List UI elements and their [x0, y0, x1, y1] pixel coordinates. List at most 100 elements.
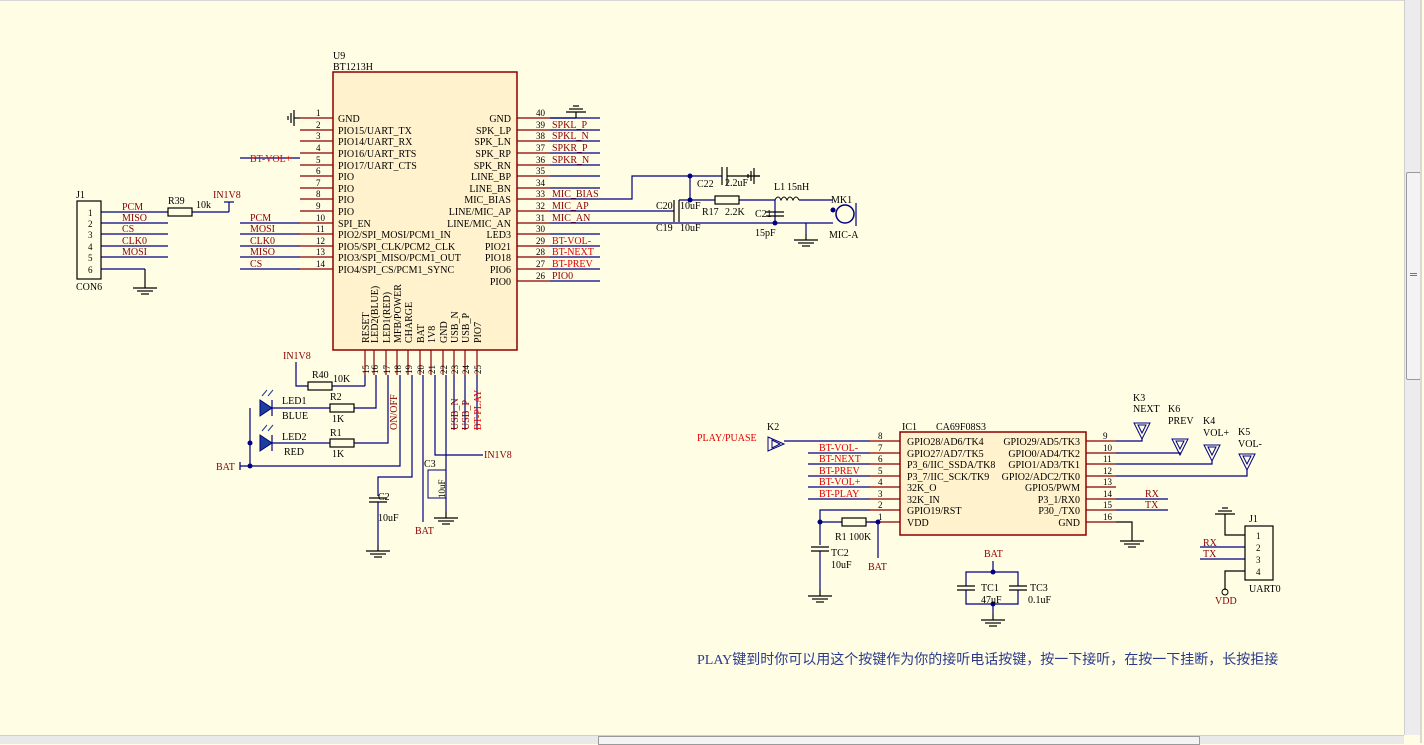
u9-pin-number: 26	[536, 271, 546, 281]
u9-pin-number: 4	[316, 143, 321, 153]
key-k5-icon	[1238, 453, 1256, 472]
net-label: MIC_BIAS	[552, 189, 599, 200]
u9-pin-name: SPI_EN	[338, 219, 371, 230]
u9-pin-name: PIO	[338, 184, 354, 195]
vertical-scroll-thumb[interactable]	[1406, 172, 1421, 380]
gnd-wire	[1116, 521, 1133, 535]
u9-pin-name: SPK_LP	[476, 126, 511, 137]
led1-icon	[259, 399, 273, 417]
net-label: BT-NEXT	[552, 247, 594, 258]
c3-ref: C3	[424, 459, 436, 470]
wire	[377, 375, 413, 496]
key-k4-icon-inner	[1207, 446, 1217, 457]
u9-pin-number: 30	[536, 224, 546, 234]
key-k3-icon-inner	[1137, 424, 1147, 435]
r40-ref: R40	[312, 370, 329, 381]
u9-pin-name: PIO17/UART_CTS	[338, 161, 417, 172]
led-arrow-icon	[261, 424, 274, 432]
ic1-pin-name: GPIO2/ADC2/TK0	[1002, 472, 1080, 483]
net-label-bat: BAT	[868, 562, 887, 573]
vertical-scrollbar[interactable]	[1404, 0, 1421, 735]
led1-color: BLUE	[282, 411, 308, 422]
key-k6-label: PREV	[1168, 416, 1194, 427]
c2-ref: C2	[378, 492, 390, 503]
net-label: MIC_AP	[552, 201, 589, 212]
horizontal-scroll-thumb[interactable]	[598, 736, 1200, 745]
c22-value: 2.2uF	[725, 178, 749, 189]
net-label: USB_P	[461, 400, 472, 430]
ic1-pin-name: VDD	[907, 518, 929, 529]
net-label: PCM	[122, 202, 143, 213]
u9-pin-number: 13	[316, 247, 326, 257]
wire	[1224, 520, 1245, 536]
ic1-body	[899, 431, 1087, 536]
net-label: PCM	[250, 213, 271, 224]
u9-pin-name: PIO7	[473, 322, 484, 343]
c2-value: 10uF	[378, 513, 399, 524]
wire	[354, 375, 389, 444]
ic1-pin-name: P3_1/RX0	[1038, 495, 1080, 506]
net-label-vdd: VDD	[1215, 596, 1237, 607]
inductor-icon	[774, 196, 800, 202]
u9-pin-number: 3	[316, 131, 321, 141]
u9-pin-number: 36	[536, 155, 546, 165]
ic1-pin-number: 3	[878, 489, 883, 499]
ic1-pin-number: 7	[878, 443, 883, 453]
u9-pin-number: 5	[316, 155, 321, 165]
ic1-pin-number: 16	[1103, 512, 1113, 522]
u9-pin-number: 20	[416, 365, 426, 375]
u9-pin-name: SPK_LN	[474, 137, 511, 148]
ic1-pin-name: GPIO0/AD4/TK2	[1008, 449, 1080, 460]
l1-ref: L1	[774, 182, 785, 193]
net-label: PIO0	[552, 271, 573, 282]
ic1-part: CA69F08S3	[936, 422, 986, 433]
net-label: ON/OFF	[389, 394, 400, 430]
r40-body	[307, 381, 333, 391]
schematic-canvas: U9BT1213H1GND2PIO15/UART_TX3PIO14/UART_R…	[76, 51, 1281, 668]
u9-pin-name: LED2(BLUE)	[370, 286, 381, 343]
u9-pin-name: LED3	[487, 230, 511, 241]
net-label: MOSI	[250, 224, 275, 235]
ic1-pin-name: GPIO19/RST	[907, 506, 961, 517]
uart-body	[1244, 525, 1274, 581]
u9-pin-number: 21	[427, 365, 437, 374]
ic1-pin-number: 1	[878, 512, 883, 522]
key-k4-icon	[1203, 444, 1221, 463]
uart-pin-number: 3	[1256, 555, 1261, 565]
key-k3-ref: K3	[1133, 393, 1145, 404]
ic1-pin-number: 10	[1103, 443, 1113, 453]
uart-pin-number: 4	[1256, 567, 1261, 577]
ic1-ref: IC1	[902, 422, 917, 433]
wire	[600, 175, 722, 200]
u9-pin-number: 24	[461, 365, 471, 375]
ic1-pin-name: GPIO27/AD7/TK5	[907, 449, 984, 460]
junction-dot	[990, 569, 996, 575]
ic1-pin-number: 5	[878, 466, 883, 476]
mk1-ref: MK1	[831, 195, 852, 206]
net-label: SPKL_P	[552, 120, 587, 131]
tc2-ref: TC2	[831, 548, 849, 559]
key-k6-ref: K6	[1168, 404, 1180, 415]
junction-dot	[247, 463, 253, 469]
u9-pin-name: PIO15/UART_TX	[338, 126, 413, 137]
key-k2-icon	[767, 436, 786, 452]
u9-pin-name: GND	[338, 114, 360, 125]
u9-pin-name: PIO6	[490, 265, 511, 276]
net-label: IN1V8	[213, 190, 241, 201]
ic1-pin-number: 9	[1103, 431, 1108, 441]
net-label-bat: BAT	[216, 462, 235, 473]
junction-dot	[817, 519, 823, 525]
wire	[1116, 439, 1143, 442]
u9-pin-number: 16	[370, 365, 380, 375]
wire	[240, 408, 251, 467]
net-label: CLK0	[250, 236, 275, 247]
c3-value: 10uF	[437, 479, 447, 498]
junction-dot	[990, 601, 996, 607]
net-label: CS	[250, 259, 262, 270]
u9-pin-number: 23	[450, 365, 460, 375]
net-label-bat: BAT	[984, 549, 1003, 560]
led1-ref: LED1	[282, 396, 306, 407]
wire	[434, 375, 483, 456]
r1b-value: 100K	[849, 532, 872, 543]
